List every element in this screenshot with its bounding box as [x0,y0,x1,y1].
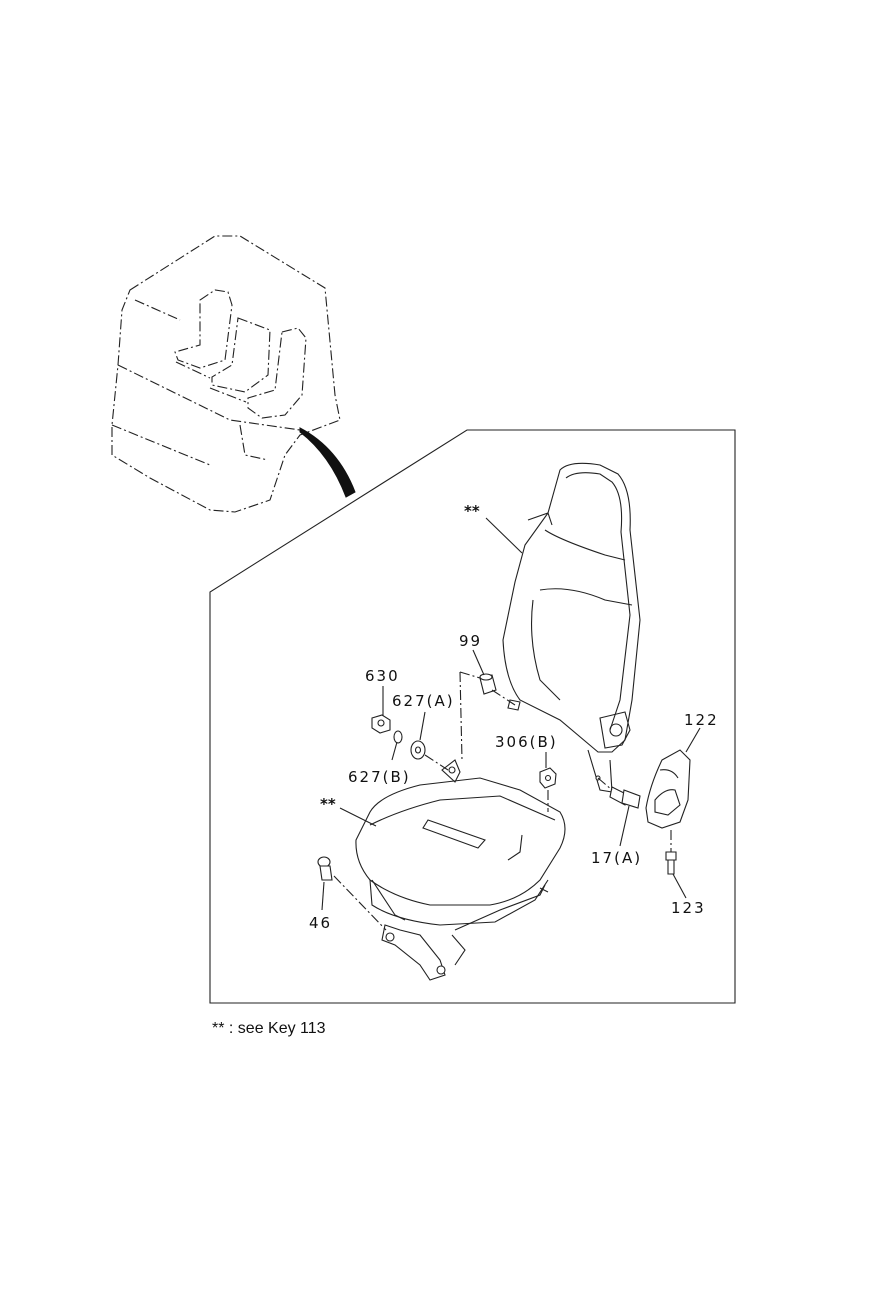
cab-overview [111,235,341,513]
part-46-bolt [317,856,387,931]
label-627b: 627(B) [348,768,411,786]
footnote-see-key: ** : see Key 113 [212,1020,326,1037]
detail-frame [209,429,736,1004]
label-99: 99 [459,632,482,650]
detail-pointer-arrow [299,427,356,498]
part-306b-nut [539,767,557,812]
label-627a: 627(A) [392,692,455,710]
label-backrest-ref: ** [464,502,480,520]
label-122: 122 [684,711,719,729]
part-99-bushing [479,673,521,711]
leader-lines [321,517,701,911]
part-labels: ** 99 630 627(A) 306(B) 122 627(B) ** 17… [309,502,719,932]
part-627b-washer [393,730,403,744]
label-46: 46 [309,914,332,932]
part-627a-washer [410,740,449,771]
part-122-cover [645,749,691,829]
label-306b: 306(B) [495,733,558,751]
part-123-screw [665,830,677,875]
label-cushion-ref: ** [320,795,336,813]
part-630-nut [371,714,391,734]
part-17a-bolt [597,777,641,809]
label-123: 123 [671,899,706,917]
label-17a: 17(A) [591,849,642,867]
seat-cushion [355,759,566,981]
seat-backrest [502,462,641,793]
label-630: 630 [365,667,400,685]
